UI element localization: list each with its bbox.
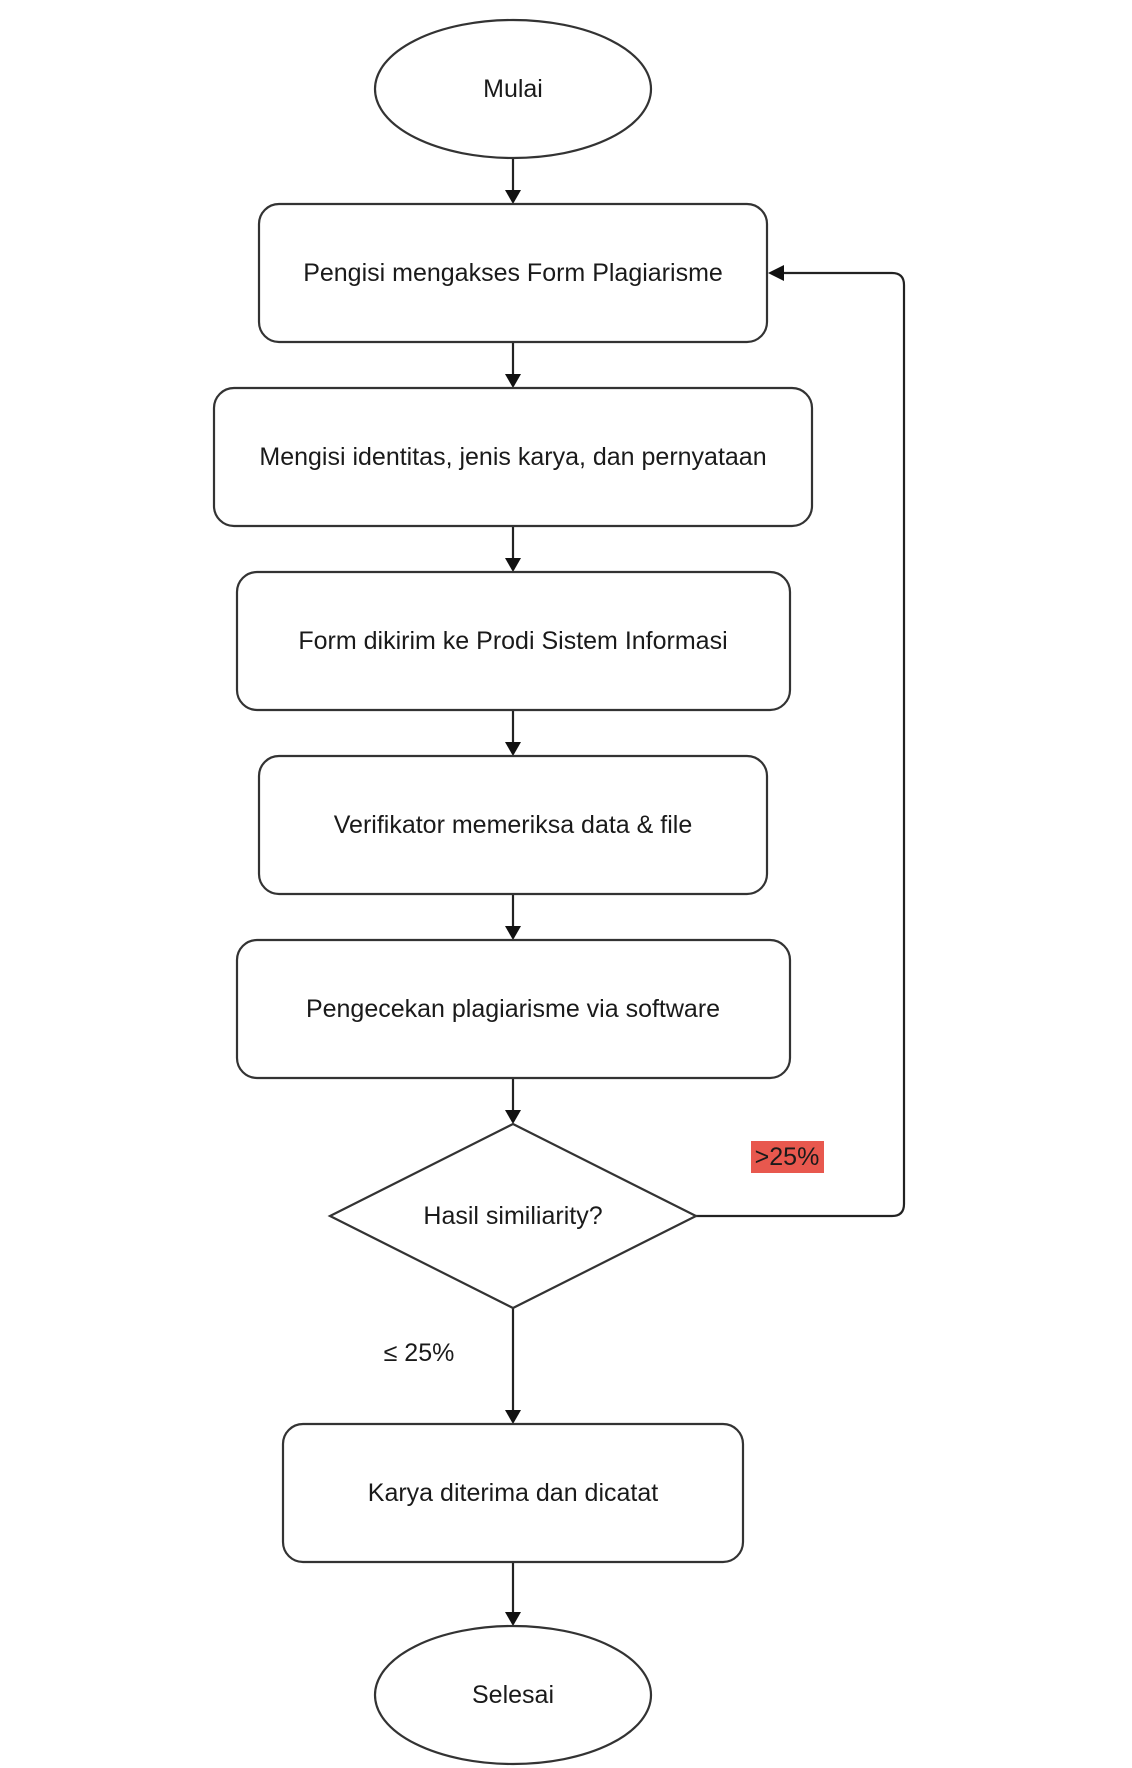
arrowhead-icon <box>505 1110 521 1124</box>
node-decision: Hasil similiarity? <box>327 1122 699 1310</box>
node-accepted-label: Karya diterima dan dicatat <box>368 1479 658 1507</box>
edges <box>505 158 906 1626</box>
edge-decision-access-loop <box>696 271 906 1218</box>
node-verify-label: Verifikator memeriksa data & file <box>334 811 692 839</box>
arrowhead-icon <box>505 926 521 940</box>
arrowhead-icon <box>505 1612 521 1626</box>
node-start: Mulai <box>373 18 653 160</box>
node-fill: Mengisi identitas, jenis karya, dan pern… <box>212 386 814 528</box>
arrowhead-icon <box>505 1410 521 1424</box>
node-send-label: Form dikirim ke Prodi Sistem Informasi <box>298 627 727 655</box>
node-verify: Verifikator memeriksa data & file <box>257 754 769 896</box>
node-fill-label: Mengisi identitas, jenis karya, dan pern… <box>259 443 766 471</box>
edge-label-gt25-text: >25% <box>755 1143 820 1171</box>
node-check-label: Pengecekan plagiarisme via software <box>306 995 720 1023</box>
node-start-label: Mulai <box>483 75 543 103</box>
edge-label-gt25: >25% <box>751 1141 824 1173</box>
node-decision-label: Hasil similiarity? <box>423 1202 602 1230</box>
arrowhead-icon <box>768 265 784 281</box>
node-end: Selesai <box>373 1624 653 1766</box>
node-accepted: Karya diterima dan dicatat <box>281 1422 745 1564</box>
node-end-label: Selesai <box>472 1681 554 1709</box>
node-access-label: Pengisi mengakses Form Plagiarisme <box>303 259 723 287</box>
arrowhead-icon <box>505 742 521 756</box>
node-check: Pengecekan plagiarisme via software <box>235 938 792 1080</box>
arrowhead-icon <box>505 374 521 388</box>
node-access: Pengisi mengakses Form Plagiarisme <box>257 202 769 344</box>
edge-label-le25: ≤ 25% <box>384 1339 455 1367</box>
edge-label-highlight <box>751 1141 824 1173</box>
arrowhead-icon <box>505 558 521 572</box>
node-send: Form dikirim ke Prodi Sistem Informasi <box>235 570 792 712</box>
arrowhead-icon <box>505 190 521 204</box>
